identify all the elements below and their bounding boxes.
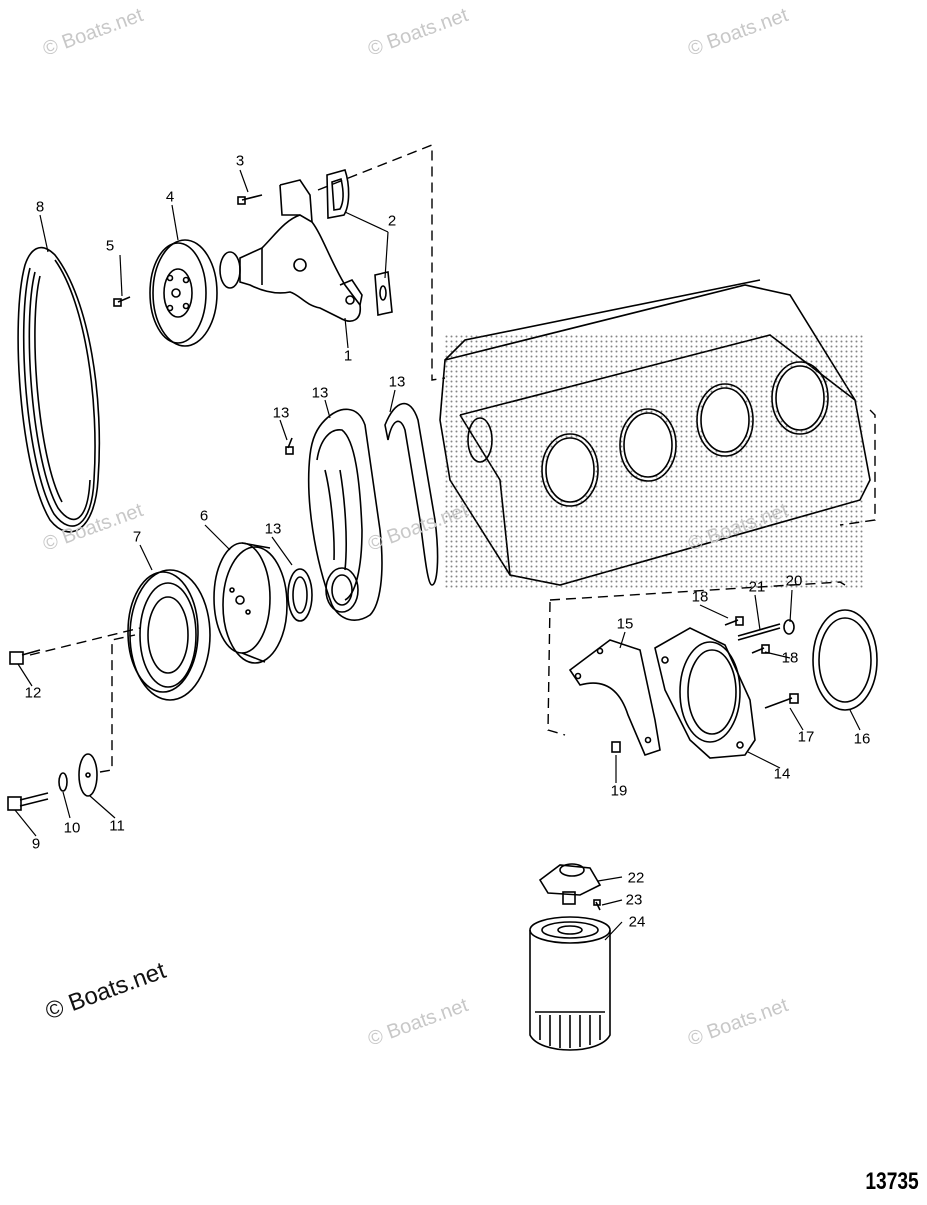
stud-21-part xyxy=(737,623,781,641)
washer-11-part xyxy=(78,753,98,797)
callout-18-mid: 18 xyxy=(781,649,799,667)
gasket-lower-part xyxy=(374,271,393,316)
callout-1: 1 xyxy=(343,347,353,365)
pulley-bolt-12-part xyxy=(9,649,41,665)
seal-retainer-part xyxy=(654,627,756,759)
callout-2: 2 xyxy=(387,212,397,230)
callout-9: 9 xyxy=(31,835,41,853)
callout-6: 6 xyxy=(199,507,209,525)
nut-20-part xyxy=(783,619,795,635)
retainer-bolt-18-top-part xyxy=(724,616,744,626)
gasket-top-part xyxy=(326,169,350,219)
callout-11: 11 xyxy=(109,817,125,835)
timing-gasket-part xyxy=(384,402,439,586)
pump-bolt-part xyxy=(237,194,263,205)
figure-number: 13735 xyxy=(865,1168,919,1195)
washer-10-part xyxy=(58,772,68,792)
callout-8: 8 xyxy=(35,198,45,216)
dowel-pin-part xyxy=(611,741,621,753)
callout-22: 22 xyxy=(627,869,645,887)
damper-bolt-part xyxy=(7,792,49,811)
oil-filter-adapter-part xyxy=(538,863,602,905)
callout-16: 16 xyxy=(853,730,871,748)
callout-15: 15 xyxy=(616,615,634,633)
retainer-bolt-18-mid-part xyxy=(751,644,770,654)
callout-3: 3 xyxy=(235,152,245,170)
callout-23: 23 xyxy=(625,891,643,909)
callout-12: 12 xyxy=(24,684,42,702)
callout-13-gasket: 13 xyxy=(388,373,406,391)
harmonic-damper-part xyxy=(213,542,288,664)
callout-13-cover: 13 xyxy=(311,384,329,402)
callout-14: 14 xyxy=(773,765,791,783)
engine-block-part xyxy=(439,279,871,590)
callout-19: 19 xyxy=(610,782,628,800)
callout-21: 21 xyxy=(748,578,766,596)
pulley-bolt-part xyxy=(113,296,131,307)
water-pump-part xyxy=(219,179,363,322)
callout-17: 17 xyxy=(797,728,815,746)
callout-20: 20 xyxy=(785,572,803,590)
front-seal-part xyxy=(287,568,313,622)
callout-4: 4 xyxy=(165,188,175,206)
retainer-gasket-part xyxy=(568,639,661,756)
belt-part xyxy=(17,246,101,533)
callout-13-seal: 13 xyxy=(264,520,282,538)
oil-filter-part xyxy=(529,916,611,1051)
callout-10: 10 xyxy=(63,819,81,837)
callout-5: 5 xyxy=(105,237,115,255)
crank-pulley-part xyxy=(127,569,211,701)
callout-24: 24 xyxy=(628,913,646,931)
callout-13-bolt: 13 xyxy=(272,404,290,422)
callout-7: 7 xyxy=(132,528,142,546)
retainer-bolt-17-part xyxy=(764,693,799,709)
adapter-bolt-part xyxy=(593,899,601,911)
crankshaft-pulley-part xyxy=(149,239,218,347)
cover-bolt-part xyxy=(285,437,294,455)
timing-cover-part xyxy=(307,408,383,621)
rear-main-seal-part xyxy=(812,609,878,711)
callout-18-top: 18 xyxy=(691,588,709,606)
